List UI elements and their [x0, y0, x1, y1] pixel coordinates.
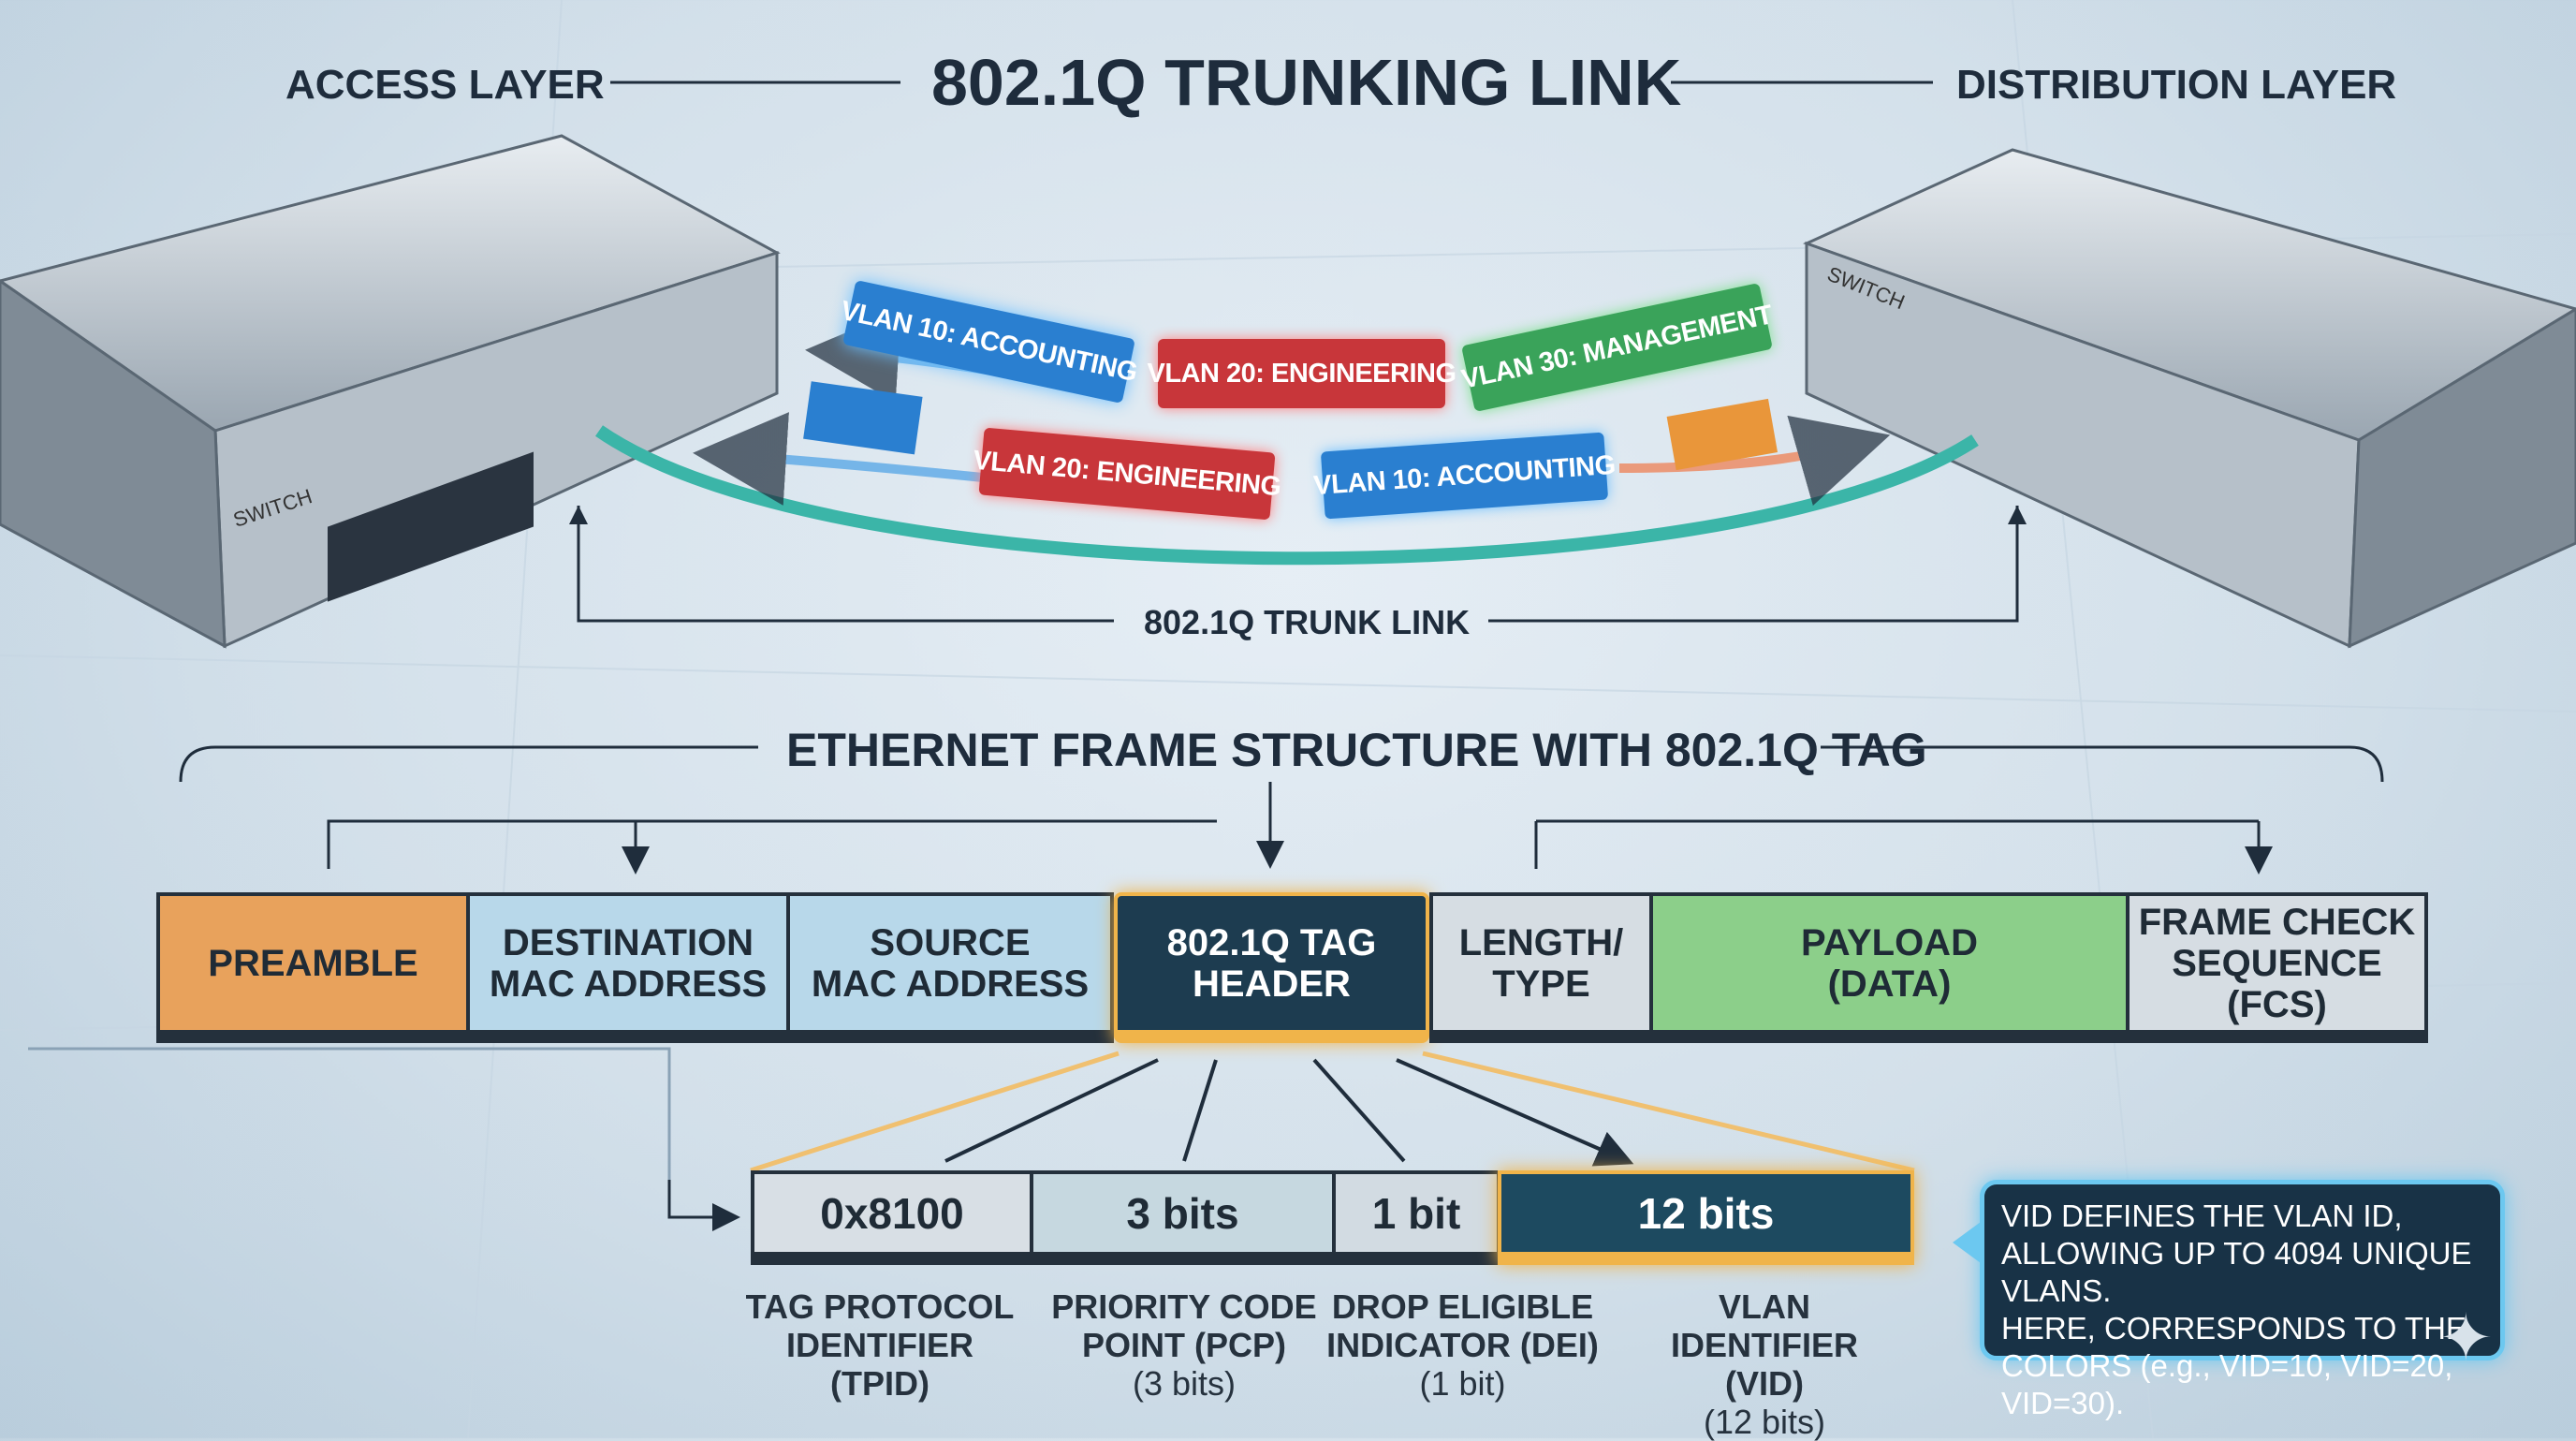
frame-bracket — [179, 745, 2384, 783]
vid-label: VLAN IDENTIFIER (VID)(12 bits) — [1624, 1287, 1905, 1441]
sparkle-icon: ✦ — [2438, 1301, 2494, 1375]
trunk-bracket — [577, 506, 2019, 623]
page-title: 802.1Q TRUNKING LINK — [931, 46, 1682, 119]
distribution-layer-label: DISTRIBUTION LAYER — [1956, 62, 2397, 108]
vid-size: (12 bits) — [1703, 1403, 1826, 1441]
pcp-label: PRIORITY CODE POINT (PCP)(3 bits) — [1048, 1287, 1320, 1403]
tag-field-pcp: 3 bits — [1030, 1170, 1336, 1265]
trunk-link-label: 802.1Q TRUNK LINK — [1144, 603, 1471, 641]
field-source-mac: SOURCE MAC ADDRESS — [786, 892, 1114, 1043]
dei-size: (1 bit) — [1419, 1364, 1506, 1403]
field-destination-mac: DESTINATION MAC ADDRESS — [466, 892, 790, 1043]
callout-pointer — [1953, 1222, 1981, 1263]
tpid-label: TAG PROTOCOL IDENTIFIER (TPID) — [739, 1287, 1020, 1403]
field-payload: PAYLOAD (DATA) — [1649, 892, 2130, 1043]
field-8021q-tag-header: 802.1Q TAG HEADER — [1114, 892, 1429, 1043]
vid-name: VLAN IDENTIFIER (VID) — [1670, 1287, 1858, 1403]
blue-packet-icon — [803, 381, 923, 455]
tpid-name: TAG PROTOCOL IDENTIFIER (TPID) — [745, 1287, 1015, 1403]
tag-field-tpid: 0x8100 — [751, 1170, 1033, 1265]
field-preamble: PREAMBLE — [156, 892, 470, 1043]
dei-name: DROP ELIGIBLE INDICATOR (DEI) — [1326, 1287, 1599, 1364]
orange-packet-icon — [1666, 398, 1778, 471]
left-switch-icon — [0, 134, 781, 649]
tag-field-vid: 12 bits — [1498, 1170, 1914, 1265]
field-frame-check-sequence: FRAME CHECK SEQUENCE (FCS) — [2126, 892, 2428, 1043]
access-layer-label: ACCESS LAYER — [285, 62, 605, 108]
dei-label: DROP ELIGIBLE INDICATOR (DEI)(1 bit) — [1320, 1287, 1605, 1403]
tag-field-dei: 1 bit — [1332, 1170, 1500, 1265]
right-switch-icon — [1803, 148, 2576, 649]
pcp-name: PRIORITY CODE POINT (PCP) — [1051, 1287, 1317, 1364]
vlan-tag-engineering: VLAN 20: ENGINEERING — [1148, 339, 1456, 408]
pcp-size: (3 bits) — [1132, 1364, 1237, 1403]
frame-structure-title: ETHERNET FRAME STRUCTURE WITH 802.1Q TAG — [786, 724, 1927, 776]
callout-text: VID DEFINES THE VLAN ID, ALLOWING UP TO … — [2001, 1198, 2472, 1420]
field-length-type: LENGTH/ TYPE — [1429, 892, 1653, 1043]
vid-callout: VID DEFINES THE VLAN ID, ALLOWING UP TO … — [1953, 1180, 2505, 1420]
